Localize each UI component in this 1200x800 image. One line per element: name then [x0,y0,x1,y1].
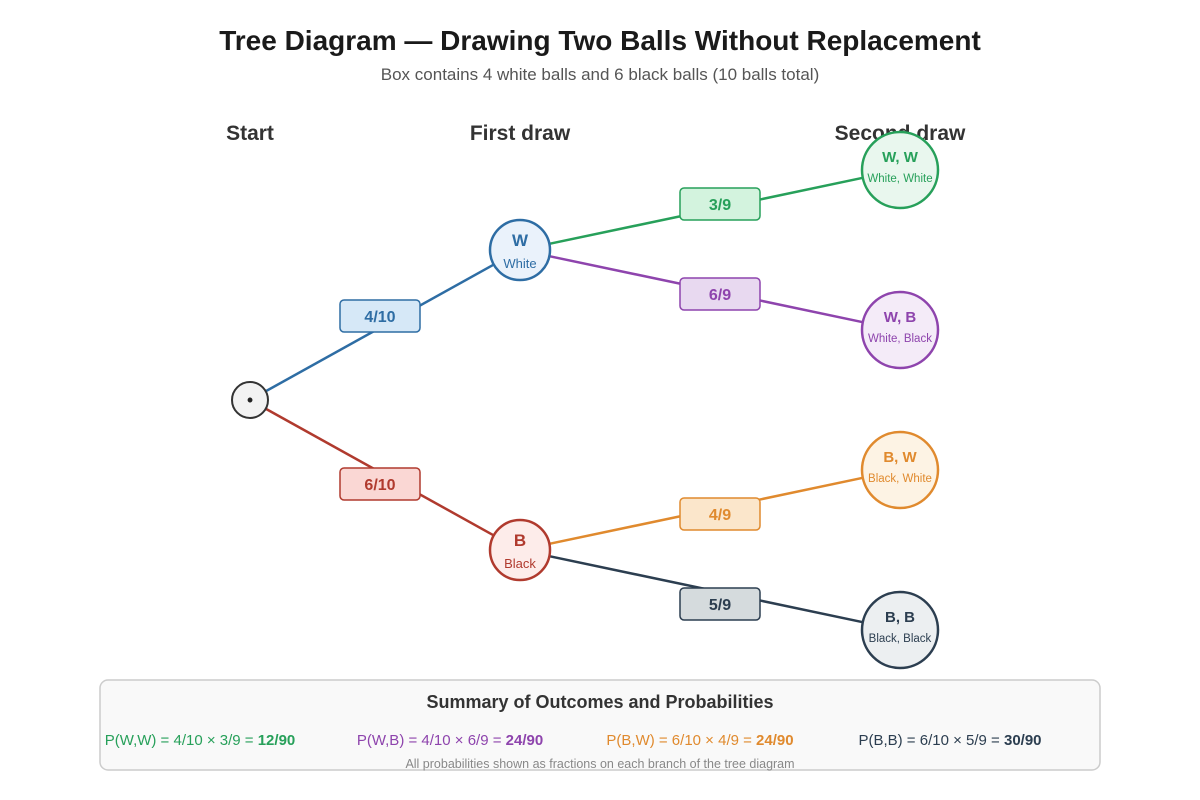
outcome-node-key: B, B [885,609,915,626]
summary-formula-text: P(B,B) = 6/10 × 5/9 = [858,732,1004,749]
summary-formula-text: P(W,W) = 4/10 × 3/9 = [105,732,258,749]
start-node-symbol: • [247,390,253,410]
prob-label-b-b-text: 5/9 [709,597,731,614]
prob-label-b-b: 5/9 [679,587,761,621]
outcome-node-key: W, W [882,149,919,166]
prob-label-w-b-text: 6/9 [709,287,731,304]
prob-label-w-b: 6/9 [679,277,761,311]
summary-formula-text: P(W,B) = 4/10 × 6/9 = [357,732,506,749]
first-draw-node-label: White [503,256,536,271]
column-heading-start: Start [226,122,274,145]
outcome-node-label: White, White [867,173,932,185]
first-draw-node-white: W White [488,218,552,282]
summary-formula: P(W,W) = 4/10 × 3/9 = 12/90 [105,732,296,749]
prob-label-white: 4/10 [339,299,421,333]
summary-formulas: P(W,W) = 4/10 × 3/9 = 12/90 P(W,B) = 4/10… [105,732,1042,749]
first-draw-node-black: B Black [488,518,552,582]
outcome-node-label: Black, White [868,473,932,485]
summary-formula-result: 24/90 [506,732,544,749]
outcome-node-w-w: W, W White, White [860,130,940,210]
column-heading-first-draw: First draw [470,122,571,145]
outcome-node-w-b: W, B White, Black [860,290,940,370]
outcome-node-key: B, W [883,449,917,466]
prob-label-b-w: 4/9 [679,497,761,531]
summary-formula-text: P(B,W) = 6/10 × 4/9 = [606,732,756,749]
outcome-node-key: W, B [884,309,917,326]
first-draw-node-label: Black [504,556,536,571]
page-subtitle: Box contains 4 white balls and 6 black b… [381,65,819,84]
probability-labels: 4/10 6/10 3/9 6/9 4/9 5/9 [339,187,761,621]
summary-formula-result: 30/90 [1004,732,1042,749]
first-draw-node-key: W [512,231,529,250]
prob-label-w-w: 3/9 [679,187,761,221]
summary-formula: P(B,B) = 6/10 × 5/9 = 30/90 [858,732,1041,749]
prob-label-black: 6/10 [339,467,421,501]
summary-formula-result: 12/90 [258,732,296,749]
page-title: Tree Diagram — Drawing Two Balls Without… [219,25,981,56]
summary-formula: P(W,B) = 4/10 × 6/9 = 24/90 [357,732,543,749]
first-draw-node-key: B [514,531,526,550]
summary-note: All probabilities shown as fractions on … [405,757,794,771]
prob-label-b-w-text: 4/9 [709,507,731,524]
summary-box: Summary of Outcomes and Probabilities P(… [99,679,1101,771]
outcome-node-label: White, Black [868,333,932,345]
summary-title: Summary of Outcomes and Probabilities [426,692,773,712]
summary-formula: P(B,W) = 6/10 × 4/9 = 24/90 [606,732,793,749]
outcome-node-b-w: B, W Black, White [860,430,940,510]
outcome-node-b-b: B, B Black, Black [860,590,940,670]
prob-label-black-text: 6/10 [364,477,395,494]
start-node: • [231,381,269,419]
outcome-node-label: Black, Black [869,633,932,645]
summary-formula-result: 24/90 [756,732,794,749]
prob-label-w-w-text: 3/9 [709,197,731,214]
prob-label-white-text: 4/10 [364,309,395,326]
branch-lines [265,176,864,624]
